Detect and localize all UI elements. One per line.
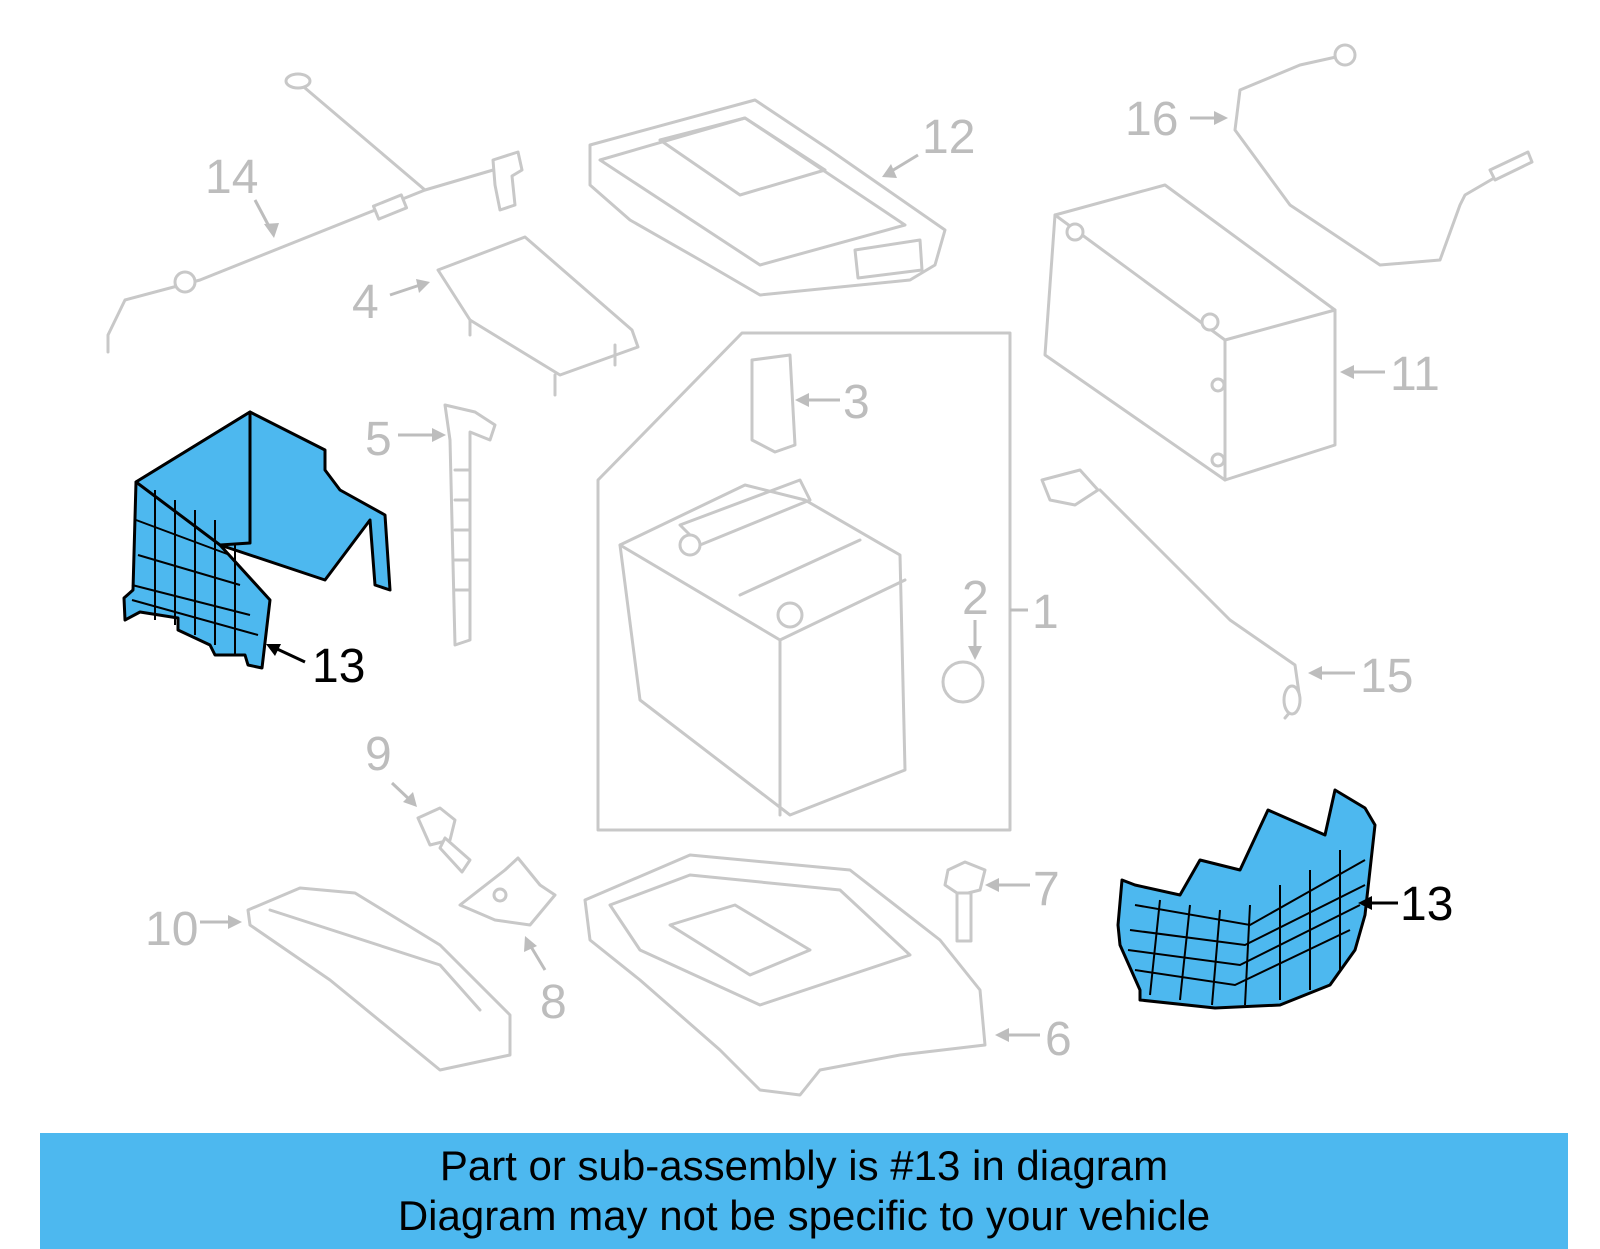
part-11-battery <box>1043 183 1337 482</box>
callout-1: 1 <box>1032 586 1059 639</box>
banner-line-2: Diagram may not be specific to your vehi… <box>397 1192 1211 1239</box>
callout-6: 6 <box>1045 1013 1072 1066</box>
part-4-cover <box>436 235 640 397</box>
callout-14: 14 <box>205 151 258 204</box>
callout-5: 5 <box>365 413 392 466</box>
part-5-rod <box>443 403 497 647</box>
callout-9: 9 <box>365 728 392 781</box>
part-12-battery-cover <box>588 98 947 297</box>
banner-line-1: Part or sub-assembly is #13 in diagram <box>439 1142 1169 1189</box>
part-8-clip <box>458 856 557 927</box>
part-13-left-highlighted <box>122 410 392 670</box>
part-1-battery-kit <box>596 331 1012 832</box>
part-9-bolt <box>416 806 472 874</box>
part-13-right-highlighted <box>1116 788 1377 1010</box>
callout-4: 4 <box>352 276 379 329</box>
part-6-battery-tray <box>583 853 987 1097</box>
part-10-bracket <box>246 886 512 1072</box>
callout-7: 7 <box>1033 863 1060 916</box>
info-banner: Part or sub-assembly is #13 in diagram D… <box>40 1133 1568 1249</box>
callout-3: 3 <box>843 376 870 429</box>
leader-lines <box>200 111 1398 1042</box>
part-16-cable <box>1233 43 1534 267</box>
callout-16: 16 <box>1125 93 1178 146</box>
callout-8: 8 <box>540 976 567 1029</box>
callout-2: 2 <box>962 572 989 625</box>
part-7-bolt <box>943 860 987 943</box>
callout-15: 15 <box>1360 650 1413 703</box>
parts-diagram: 14 12 16 4 3 11 5 2 1 15 9 7 10 8 6 13 1… <box>106 43 1534 1097</box>
callout-13-right: 13 <box>1400 878 1453 931</box>
callout-12: 12 <box>922 111 975 164</box>
part-15-cable <box>1040 468 1302 720</box>
callout-13-left: 13 <box>312 640 365 693</box>
callout-11: 11 <box>1390 348 1440 401</box>
callout-10: 10 <box>145 903 198 956</box>
part-14-cable <box>106 72 524 354</box>
